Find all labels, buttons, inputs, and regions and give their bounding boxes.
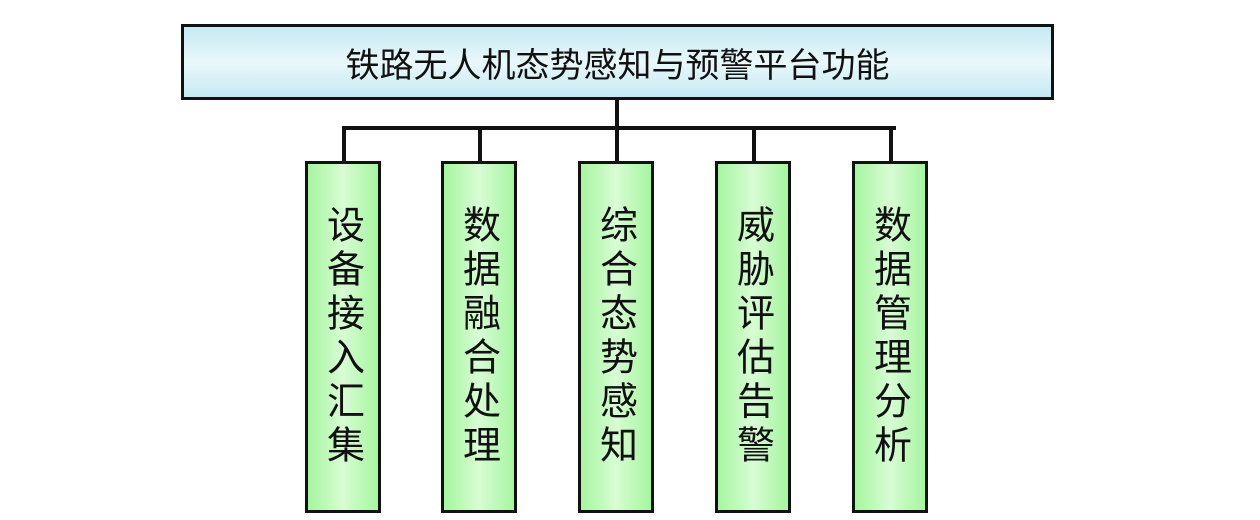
root-node: 铁路无人机态势感知与预警平台功能 (181, 24, 1054, 100)
connector-branch (478, 126, 482, 162)
connector-trunk (615, 100, 619, 130)
connector-branch (615, 126, 619, 162)
root-label: 铁路无人机态势感知与预警平台功能 (345, 45, 890, 86)
connector-branch (342, 126, 346, 162)
function-node-data-management: 数据管理分析 (852, 161, 928, 513)
function-label: 数据融合处理 (456, 205, 501, 469)
connector-branch (752, 126, 756, 162)
function-node-data-fusion: 数据融合处理 (441, 161, 517, 513)
function-label: 设备接入汇集 (320, 205, 365, 469)
connector-bar (342, 126, 896, 130)
function-label: 数据管理分析 (867, 205, 912, 469)
function-label: 综合态势感知 (593, 205, 638, 469)
connector-branch (889, 126, 893, 162)
function-node-situation-awareness: 综合态势感知 (578, 161, 654, 513)
function-node-threat-alert: 威胁评估告警 (715, 161, 791, 513)
function-label: 威胁评估告警 (730, 205, 775, 469)
function-node-device-access: 设备接入汇集 (305, 161, 381, 513)
